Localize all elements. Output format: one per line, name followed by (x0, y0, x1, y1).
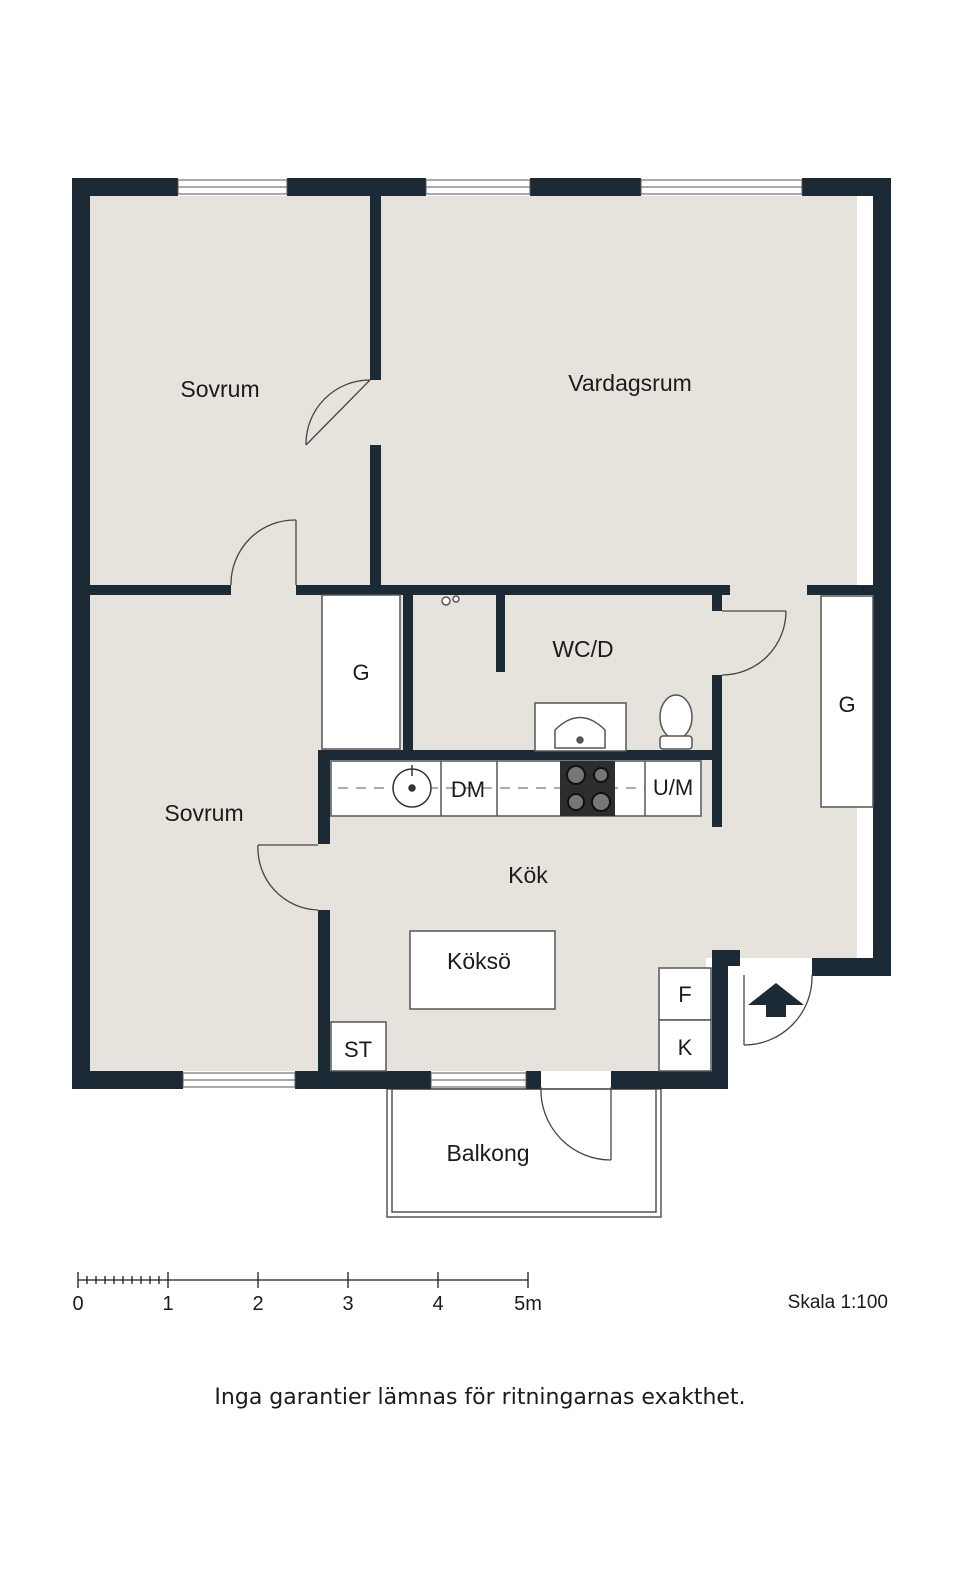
door-swings (230, 379, 813, 1161)
fixture-label-k: K (678, 1035, 693, 1060)
room-label-balkong: Balkong (446, 1140, 529, 1166)
disclaimer-text: Inga garantier lämnas för ritningarnas e… (214, 1385, 746, 1410)
balcony (386, 1088, 662, 1218)
room-label-kok: Kök (508, 862, 548, 888)
scale-tick-label-1: 1 (162, 1293, 173, 1315)
fixture-label-st: ST (344, 1037, 372, 1062)
room-label-koksö: Köksö (447, 948, 511, 974)
interior-walls (90, 196, 873, 1071)
fixture-label-dm: DM (451, 777, 485, 802)
outer-walls (72, 178, 891, 1089)
room-label-sovrum-bottom: Sovrum (164, 800, 243, 826)
stove-icon (560, 761, 615, 816)
kitchen-island (409, 930, 556, 1010)
scale-tick-label-3: 3 (342, 1293, 353, 1315)
scale-bar (77, 1272, 529, 1288)
kitchen-sink-icon (392, 765, 432, 808)
closets (321, 594, 874, 1072)
scale-tick-label-4: 4 (432, 1293, 443, 1315)
fixture-label-g-left: G (352, 660, 369, 685)
entrance-arrow-icon (748, 983, 804, 1017)
scale-tick-label-0: 0 (72, 1293, 83, 1315)
room-label-vardagsrum: Vardagsrum (568, 370, 692, 396)
floor-area (90, 196, 857, 1071)
room-label-wc: WC/D (552, 636, 613, 662)
shower-icon (441, 595, 460, 606)
kitchen-counter (330, 760, 702, 817)
fixture-label-g-right: G (838, 692, 855, 717)
scale-tick-label-2: 2 (252, 1293, 263, 1315)
fixture-label-um: U/M (653, 775, 693, 800)
windows (177, 179, 803, 1088)
fixture-label-f: F (678, 982, 691, 1007)
scale-tick-label-5: 5m (514, 1293, 542, 1315)
sink-icon (534, 702, 627, 752)
room-label-sovrum-top: Sovrum (180, 376, 259, 402)
toilet-icon (659, 694, 693, 750)
scale-ratio-label: Skala 1:100 (788, 1292, 888, 1313)
